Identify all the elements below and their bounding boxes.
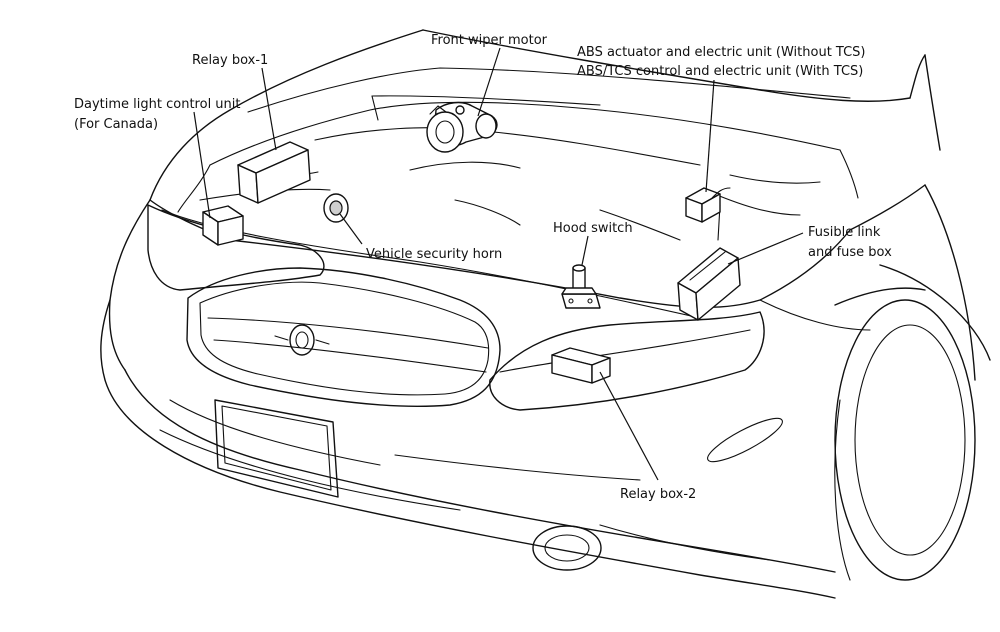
leader-relay-box-1 [261, 67, 277, 151]
relay-box-2 [551, 347, 611, 384]
front-wiper-motor [426, 101, 498, 153]
leader-security-horn [339, 213, 363, 245]
right-headlamp [489, 311, 765, 411]
fusible-link-fuse-box [677, 247, 741, 321]
daytime-light-control-unit [202, 205, 244, 246]
hood [149, 29, 941, 201]
leader-abs [705, 79, 715, 193]
labels: Front wiper motor Relay box-1 Daytime li… [74, 33, 892, 502]
label-daytime-light-line2: (For Canada) [74, 117, 158, 132]
label-front-wiper-motor: Front wiper motor [431, 33, 548, 48]
label-hood-switch: Hood switch [553, 221, 633, 236]
vehicle-security-horn [323, 193, 349, 223]
license-plate [214, 399, 339, 498]
fog-lamp [532, 525, 602, 571]
label-abs-line2: ABS/TCS control and electric unit (With … [577, 64, 863, 79]
label-relay-box-1: Relay box-1 [192, 53, 268, 68]
label-vehicle-security-horn: Vehicle security horn [366, 247, 502, 262]
label-daytime-light-line1: Daytime light control unit [74, 97, 241, 112]
leader-hood-switch [581, 235, 589, 266]
engine-bay [177, 95, 859, 241]
leader-front-wiper-motor [477, 47, 501, 117]
leader-daytime-light [193, 111, 211, 219]
leader-lines [193, 47, 804, 481]
leader-relay-box-2 [599, 371, 659, 481]
grille [186, 267, 501, 407]
hood-switch [561, 264, 601, 309]
label-relay-box-2: Relay box-2 [620, 487, 696, 502]
right-wheel [707, 264, 991, 581]
label-fusible-link-line1: Fusible link [808, 225, 881, 240]
leader-fusible-link [727, 232, 804, 265]
label-fusible-link-line2: and fuse box [808, 245, 892, 260]
abs-actuator [685, 187, 731, 223]
relay-box-1 [237, 141, 311, 204]
label-abs-line1: ABS actuator and electric unit (Without … [577, 45, 866, 60]
